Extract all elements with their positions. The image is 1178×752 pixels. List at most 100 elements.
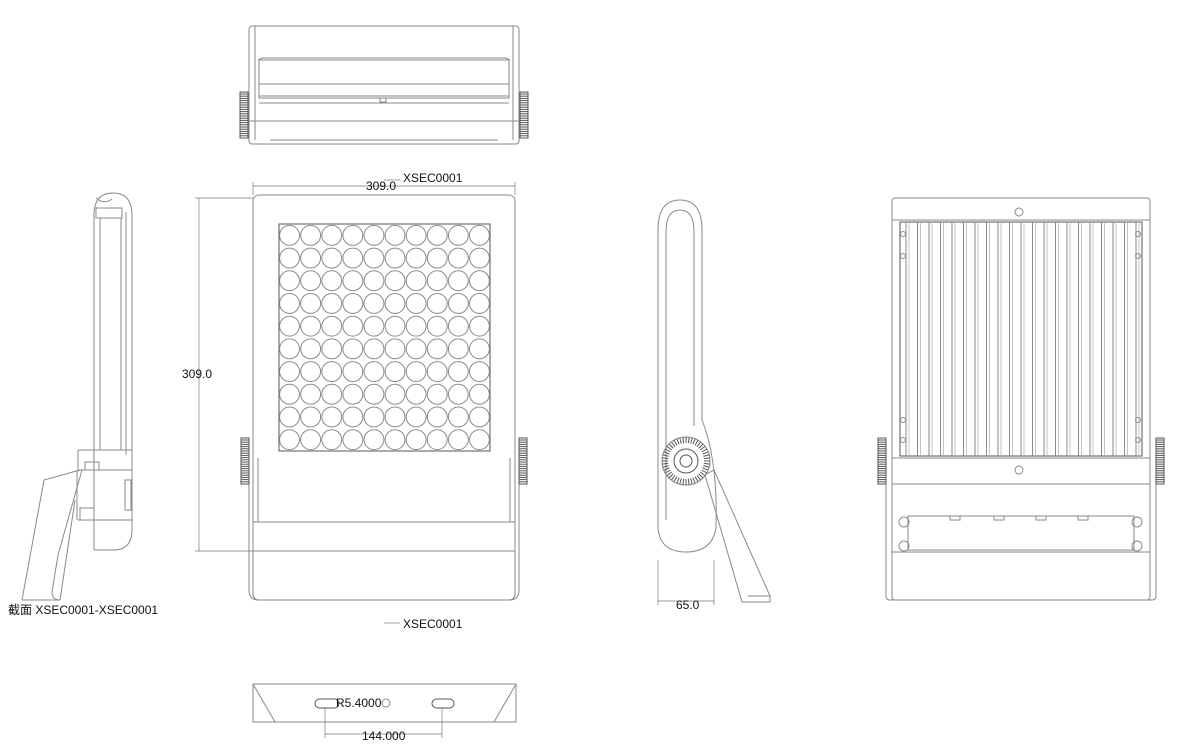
top-left-knob [239,91,249,139]
rear-right-knob [1155,437,1165,485]
led-lens [469,247,490,269]
width-dimension-label: 309.0 [366,179,396,193]
gear-tooth [662,457,669,460]
led-lens [384,429,406,451]
led-lens [279,315,300,337]
led-lens [405,247,427,269]
led-lens [321,293,343,314]
led-lens [321,383,343,405]
gear-tooth [670,474,676,481]
gear-tooth [699,445,706,451]
gear-tooth [698,443,704,449]
led-lens [300,224,322,246]
side-view [657,199,771,603]
led-lens [447,429,469,451]
mounting-slot-left [314,698,340,709]
led-lens [405,338,427,360]
led-lens [469,315,490,337]
section-marker-bottom: XSEC0001 [384,617,463,631]
gear-tooth [687,437,690,444]
led-lens [321,429,343,451]
top-right-knob [519,91,529,139]
gear-tooth [699,471,706,477]
gear-tooth [696,441,702,448]
gear-tooth [676,438,680,445]
led-lens [363,247,385,269]
led-lens [279,383,300,405]
led-lens [426,406,448,428]
gear-tooth [670,441,676,448]
gear-tooth [662,465,669,468]
led-lens [300,361,322,382]
led-lens [300,338,322,360]
gear-tooth [701,448,708,453]
gear-tooth [676,477,680,484]
led-lens [321,406,343,428]
led-lens [426,315,448,337]
led-lens [447,406,469,428]
led-lens [426,429,448,451]
led-lens [279,293,300,314]
gear-tooth [690,478,693,485]
led-lens [342,406,364,428]
led-lens [426,383,448,405]
led-lens [426,270,448,292]
led-lens [342,224,364,246]
front-right-knob [518,437,528,485]
depth-dimension: 65.0 [657,560,715,612]
gear-tooth [692,477,696,484]
led-lens [426,224,448,246]
led-lens [384,361,406,382]
led-lens [384,224,406,246]
led-lens [469,429,490,451]
gear-tooth [662,454,669,457]
led-lens [469,270,490,292]
section-view-label: 截面 XSEC0001-XSEC0001 [8,603,158,617]
led-lens [300,270,322,292]
front-view [240,194,528,601]
led-lens [405,383,427,405]
led-lens [342,429,364,451]
led-array [279,224,490,451]
gear-tooth [703,457,710,460]
gear-tooth [673,439,678,446]
gear-tooth [666,445,673,451]
gear-tooth [702,451,709,455]
gear-tooth [696,474,702,481]
led-lens [363,338,385,360]
depth-dimension-label: 65.0 [676,598,700,612]
led-lens [384,338,406,360]
mounting-slot-right [431,698,455,709]
gear-tooth [692,438,696,445]
hole-spacing-dimension: 144.000 [324,708,443,743]
gear-tooth [664,469,671,474]
led-lens [279,429,300,451]
led-lens [426,338,448,360]
led-lens [300,406,322,428]
led-lens [447,361,469,382]
led-lens [279,270,300,292]
section-view: 截面 XSEC0001-XSEC0001 [8,192,158,617]
led-lens [363,224,385,246]
gear-tooth [701,469,708,474]
led-lens [321,224,343,246]
led-lens [300,383,322,405]
led-lens [384,383,406,405]
gear-tooth [702,467,709,471]
gear-tooth [679,437,682,444]
led-lens [384,270,406,292]
gear-tooth [698,473,704,479]
tilt-adjust-gear [662,437,710,485]
led-lens [405,315,427,337]
led-lens [279,338,300,360]
led-lens [300,315,322,337]
heat-sink-fins [905,222,1140,456]
led-lens [384,315,406,337]
gear-tooth [668,473,674,479]
gear-tooth [682,478,685,485]
led-lens [300,247,322,269]
led-lens [469,383,490,405]
width-dimension: 309.0 [252,179,516,195]
gear-tooth [703,462,710,465]
